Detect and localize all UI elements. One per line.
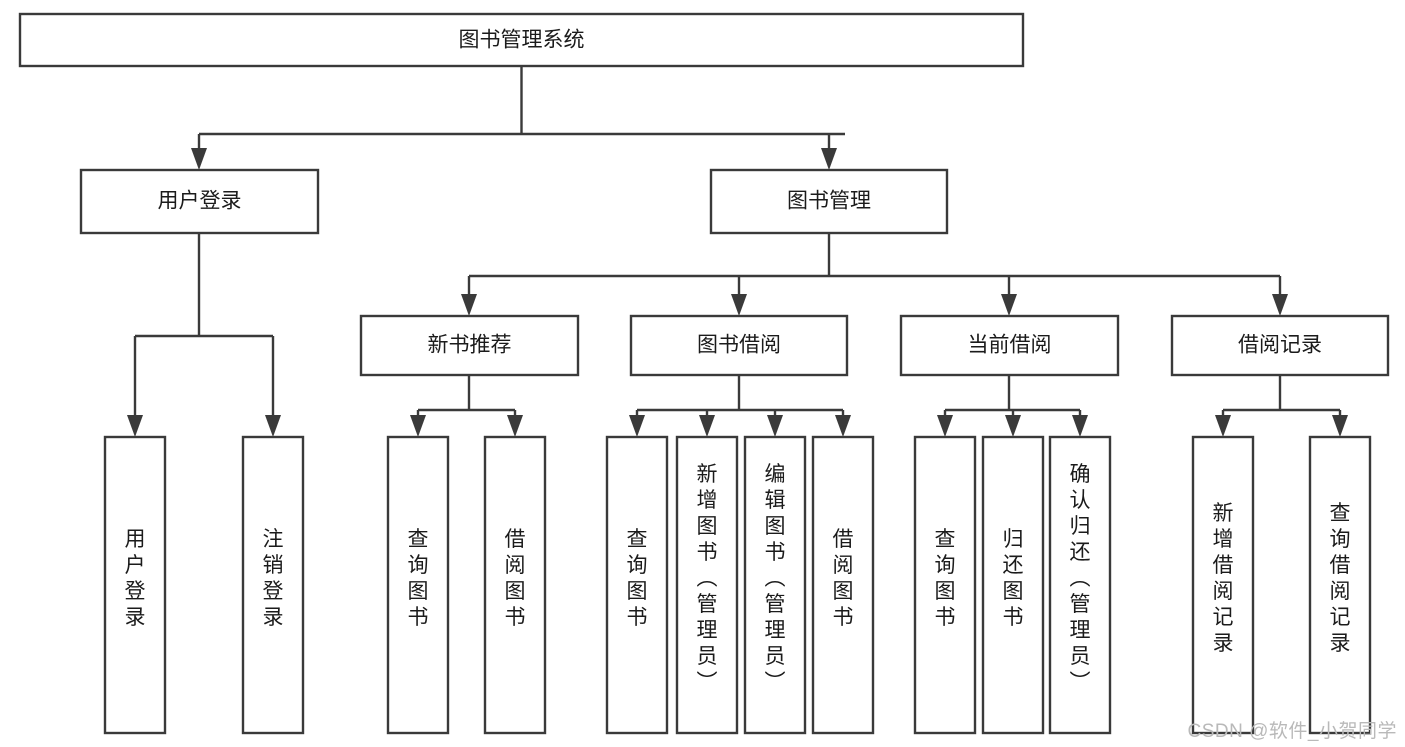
node-leaf-query-book-2[interactable]: 查询图书 [605, 435, 669, 735]
edge-group-user-login [127, 233, 281, 437]
arrow-head-leaf-user-login [127, 415, 143, 437]
node-leaf-query-book-3[interactable]: 查询图书 [913, 435, 977, 735]
node-leaf-add-book[interactable]: 新增图书︵管理员︶ [675, 435, 739, 735]
arrow-head-new-book [461, 294, 477, 316]
node-leaf-borrow-book-2[interactable]: 借阅图书 [811, 435, 875, 735]
node-leaf-edit-book-box[interactable] [743, 435, 807, 735]
arrow-head-current-borrow [1001, 294, 1017, 316]
arrow-head-leaf-query-record [1332, 415, 1348, 437]
node-leaf-user-login[interactable]: 用户登录 [103, 435, 167, 735]
arrow-head-leaf-add-record [1215, 415, 1231, 437]
node-leaf-edit-book[interactable]: 编辑图书︵管理员︶ [743, 435, 807, 735]
node-leaf-confirm-return[interactable]: 确认归还︵管理员︶ [1048, 435, 1112, 735]
node-leaf-user-login-box[interactable] [103, 435, 167, 735]
node-root-label: 图书管理系统 [459, 29, 585, 52]
edge-group-current-borrow [937, 375, 1088, 437]
arrow-head-leaf-borrow-book-2 [835, 415, 851, 437]
node-book-manage-box[interactable] [709, 168, 949, 235]
arrow-head-leaf-user-logout [265, 415, 281, 437]
node-leaf-return-book[interactable]: 归还图书 [981, 435, 1045, 735]
node-leaf-add-book-label: 新增图书︵管理员︶ [697, 463, 718, 694]
edge-group-book-manage [461, 233, 1288, 316]
node-leaf-user-logout-label: 注销登录 [263, 528, 284, 629]
node-leaf-add-record[interactable]: 新增借阅记录 [1191, 435, 1255, 735]
node-new-book-recommend-box[interactable] [359, 314, 580, 377]
arrow-head-leaf-query-book-1 [410, 415, 426, 437]
node-book-borrow[interactable]: 图书借阅 [629, 314, 849, 377]
node-borrow-record-label: 借阅记录 [1238, 334, 1322, 357]
node-leaf-query-book-3-label: 查询图书 [935, 528, 956, 629]
node-leaf-borrow-book-2-label: 借阅图书 [833, 528, 854, 629]
node-leaf-return-book-box[interactable] [981, 435, 1045, 735]
node-leaf-borrow-book-1-label: 借阅图书 [505, 528, 526, 629]
arrow-head-leaf-query-book-2 [629, 415, 645, 437]
arrow-head-leaf-add-book [699, 415, 715, 437]
node-leaf-add-record-box[interactable] [1191, 435, 1255, 735]
node-leaf-user-login-label: 用户登录 [125, 528, 146, 629]
node-leaf-user-logout-box[interactable] [241, 435, 305, 735]
arrow-head-leaf-borrow-book-1 [507, 415, 523, 437]
edge-group-new-book-recommend [410, 375, 523, 437]
node-borrow-record-box[interactable] [1170, 314, 1390, 377]
edge-group-borrow-record [1215, 375, 1348, 437]
node-leaf-edit-book-label: 编辑图书︵管理员︶ [765, 463, 786, 694]
node-leaf-query-record[interactable]: 查询借阅记录 [1308, 435, 1372, 735]
edge-group-book-borrow [629, 375, 851, 437]
node-user-login-label: 用户登录 [158, 190, 242, 213]
node-leaf-query-record-box[interactable] [1308, 435, 1372, 735]
node-leaf-borrow-book-2-box[interactable] [811, 435, 875, 735]
node-book-borrow-label: 图书借阅 [697, 334, 781, 357]
node-leaf-confirm-return-label: 确认归还︵管理员︶ [1070, 463, 1091, 694]
arrow-head-user-login [191, 148, 207, 170]
node-leaf-user-logout[interactable]: 注销登录 [241, 435, 305, 735]
node-book-manage[interactable]: 图书管理 [709, 168, 949, 235]
node-leaf-confirm-return-box[interactable] [1048, 435, 1112, 735]
node-current-borrow-box[interactable] [899, 314, 1120, 377]
node-current-borrow-label: 当前借阅 [968, 334, 1052, 357]
node-leaf-borrow-book-1[interactable]: 借阅图书 [483, 435, 547, 735]
node-leaf-add-record-label: 新增借阅记录 [1213, 502, 1234, 655]
node-book-manage-label: 图书管理 [787, 190, 871, 213]
node-leaf-borrow-book-1-box[interactable] [483, 435, 547, 735]
node-leaf-query-book-2-box[interactable] [605, 435, 669, 735]
node-borrow-record[interactable]: 借阅记录 [1170, 314, 1390, 377]
node-leaf-query-book-1-label: 查询图书 [408, 528, 429, 629]
node-user-login-box[interactable] [79, 168, 320, 235]
arrow-head-leaf-edit-book [767, 415, 783, 437]
node-leaf-query-book-3-box[interactable] [913, 435, 977, 735]
node-new-book-recommend[interactable]: 新书推荐 [359, 314, 580, 377]
node-leaf-query-record-label: 查询借阅记录 [1330, 502, 1351, 655]
node-leaf-add-book-box[interactable] [675, 435, 739, 735]
node-leaf-query-book-1[interactable]: 查询图书 [386, 435, 450, 735]
node-new-book-recommend-label: 新书推荐 [428, 334, 512, 357]
node-leaf-query-book-2-label: 查询图书 [627, 528, 648, 629]
node-root[interactable]: 图书管理系统 [18, 12, 1025, 68]
arrow-head-borrow-record [1272, 294, 1288, 316]
arrow-head-leaf-query-book-3 [937, 415, 953, 437]
arrow-head-book-manage [821, 148, 837, 170]
arrow-head-leaf-confirm-return [1072, 415, 1088, 437]
node-user-login[interactable]: 用户登录 [79, 168, 320, 235]
arrow-head-book-borrow [731, 294, 747, 316]
node-current-borrow[interactable]: 当前借阅 [899, 314, 1120, 377]
edge-group-root [191, 66, 845, 170]
node-leaf-query-book-1-box[interactable] [386, 435, 450, 735]
node-book-borrow-box[interactable] [629, 314, 849, 377]
arrow-head-leaf-return-book [1005, 415, 1021, 437]
csdn-watermark: CSDN @软件_小贺同学 [1187, 721, 1397, 742]
node-leaf-return-book-label: 归还图书 [1003, 528, 1024, 629]
node-root-box[interactable] [18, 12, 1025, 68]
